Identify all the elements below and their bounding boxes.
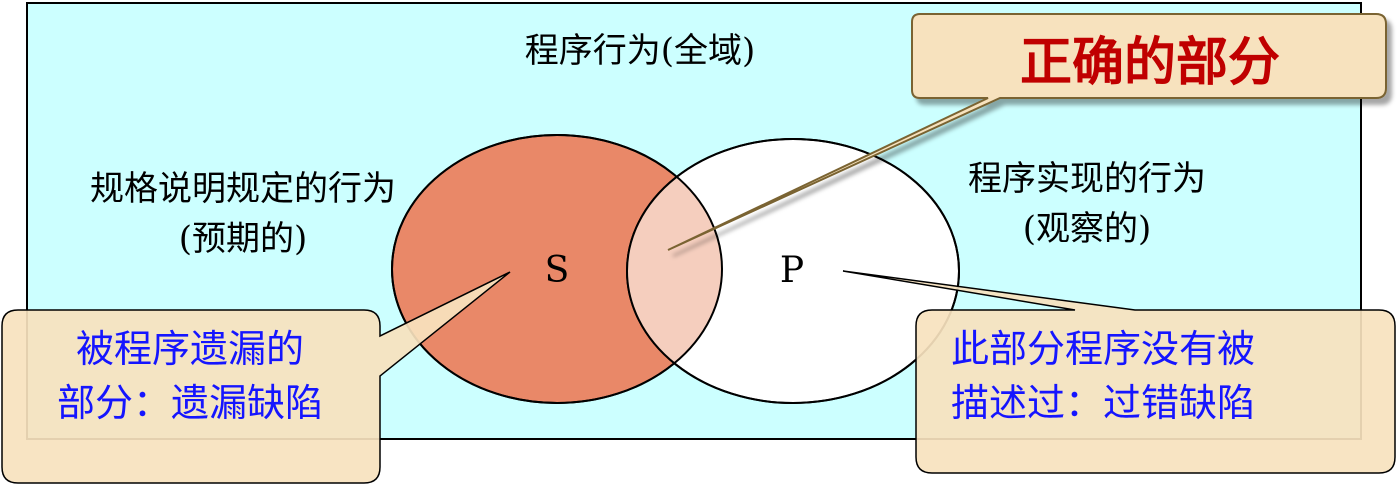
spec-set-symbol: S <box>545 250 570 291</box>
program-set-sublabel: (观察的) <box>1023 209 1152 249</box>
callout-commission-line1: 此部分程序没有被 <box>951 329 1255 371</box>
program-set-label: 程序实现的行为 <box>968 159 1206 199</box>
callout-correct: 正确的部分 <box>667 13 1387 251</box>
callout-omission-line2: 部分：遗漏缺陷 <box>57 383 323 425</box>
callout-correct-text: 正确的部分 <box>1020 34 1280 92</box>
callout-omission-line1: 被程序遗漏的 <box>76 329 304 371</box>
spec-set-sublabel: (预期的) <box>179 219 308 259</box>
callout-omission: 被程序遗漏的 部分：遗漏缺陷 <box>1 271 511 484</box>
callout-commission: 此部分程序没有被 描述过：过错缺陷 <box>842 270 1396 474</box>
spec-set-label: 规格说明规定的行为 <box>90 169 396 209</box>
program-set-symbol: P <box>780 250 804 291</box>
spec-set-outline <box>391 134 723 404</box>
callout-commission-line2: 描述过：过错缺陷 <box>951 383 1255 425</box>
universe-label: 程序行为(全域) <box>525 31 756 71</box>
program-set-outline <box>626 138 960 404</box>
